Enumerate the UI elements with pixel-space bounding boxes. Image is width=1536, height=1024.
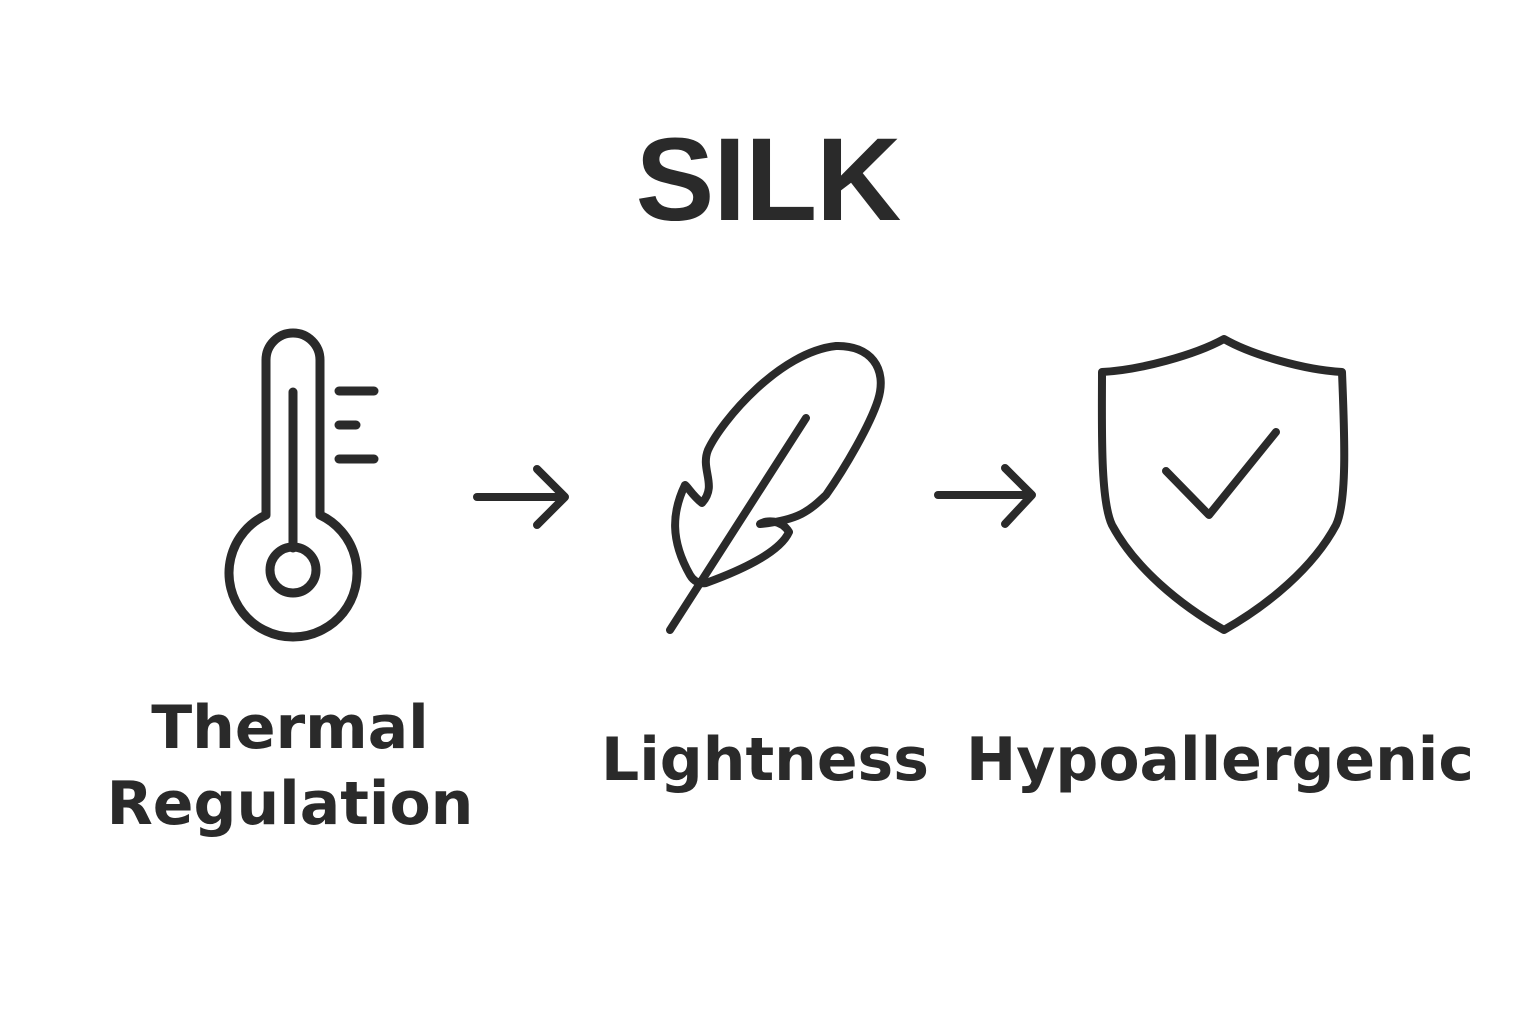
label-line: Lightness: [601, 725, 929, 795]
arrow-right-icon: [934, 464, 1036, 528]
feature-label-lightness: Lightness: [575, 722, 955, 798]
arrow-right-icon: [473, 465, 569, 529]
feature-label-thermal-regulation: Thermal Regulation: [90, 690, 490, 842]
feather-icon: [666, 341, 885, 634]
diagram-title: SILK: [635, 114, 902, 246]
label-line: Regulation: [106, 769, 474, 839]
label-line: Hypoallergenic: [966, 725, 1474, 795]
thermometer-icon: [224, 328, 379, 642]
shield-check-icon: [1097, 335, 1349, 634]
label-line: Thermal: [151, 693, 429, 763]
feature-label-hypoallergenic: Hypoallergenic: [960, 722, 1480, 798]
